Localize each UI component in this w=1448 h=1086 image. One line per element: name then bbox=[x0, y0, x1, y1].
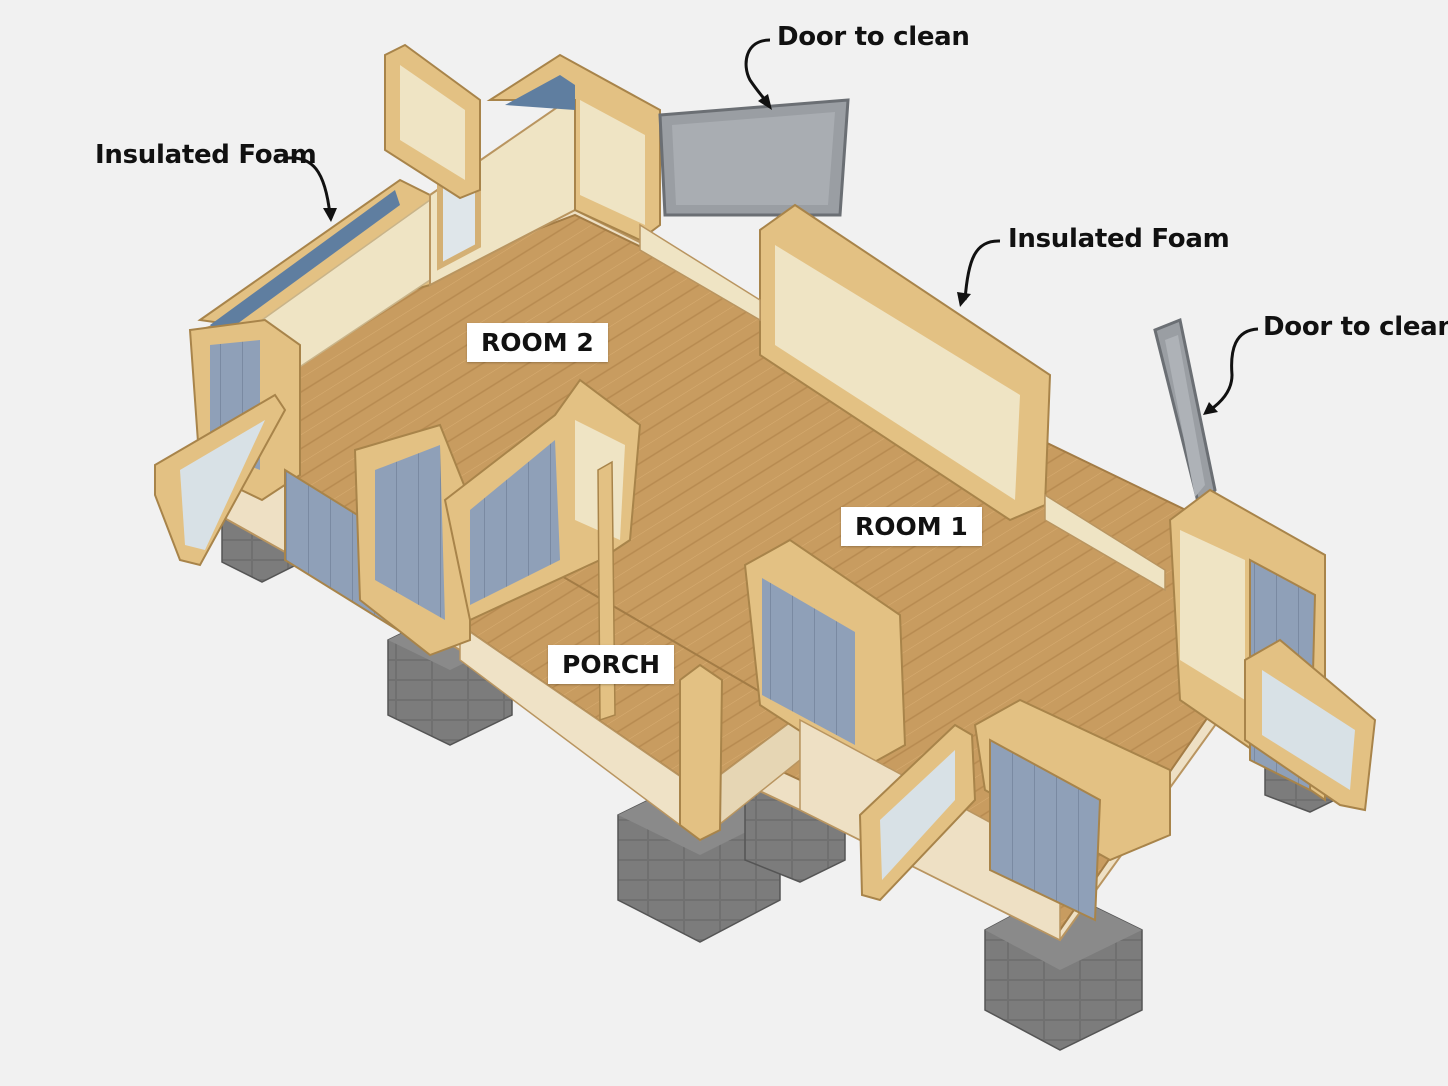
left-window bbox=[154, 393, 287, 567]
arrowhead-foam-right bbox=[957, 292, 971, 307]
porch-corner-framing bbox=[443, 378, 642, 622]
far-right-window bbox=[1244, 638, 1377, 812]
room2-back-wall bbox=[197, 178, 431, 382]
top-left-panel bbox=[384, 43, 481, 200]
arrowhead-foam-left bbox=[323, 208, 337, 222]
right-door-panel bbox=[1153, 317, 1217, 514]
callout-door-to-clean-top: Door to clean bbox=[777, 22, 970, 52]
top-corner-framing bbox=[486, 53, 661, 242]
callout-arrowheads bbox=[323, 94, 1218, 415]
room-label-room1: ROOM 1 bbox=[841, 507, 982, 546]
room-label-room2: ROOM 2 bbox=[467, 323, 608, 362]
arrowhead-door-right bbox=[1203, 402, 1218, 415]
back-right-rail bbox=[639, 223, 1166, 592]
arrow-foam-left bbox=[286, 156, 332, 216]
callout-insulated-foam-left: Insulated Foam bbox=[95, 140, 317, 170]
arrowhead-door-top bbox=[758, 94, 772, 110]
arrow-foam-right bbox=[963, 239, 1001, 301]
top-door-panel bbox=[658, 98, 850, 217]
arrow-door-top bbox=[744, 38, 771, 105]
callout-insulated-foam-right: Insulated Foam bbox=[1008, 224, 1230, 254]
room-label-porch: PORCH bbox=[548, 645, 675, 684]
callout-door-to-clean-right: Door to clean bbox=[1263, 312, 1448, 342]
front-right-window bbox=[858, 723, 977, 902]
arrow-door-right bbox=[1209, 327, 1259, 412]
